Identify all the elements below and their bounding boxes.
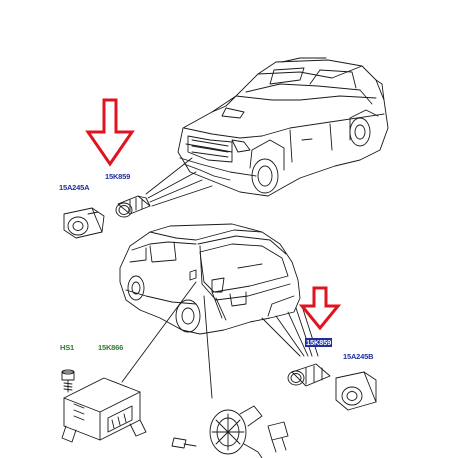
- callout-control-module: 15K866: [98, 343, 124, 352]
- callout-lower-bracket: 15A245B: [343, 352, 374, 361]
- vehicle-front-view: [177, 57, 389, 197]
- lower-bracket-part: [335, 371, 377, 411]
- screw-part: [61, 369, 75, 393]
- connector-part: [267, 421, 289, 453]
- callout-upper-sensor: 15K859: [105, 172, 131, 181]
- control-module-part: [61, 377, 147, 443]
- speaker-screw-part: [171, 437, 197, 449]
- lower-leader-lines: [121, 281, 319, 399]
- upper-red-arrow: [85, 98, 135, 167]
- callout-screw: HS1: [60, 343, 74, 352]
- upper-bracket-part: [63, 207, 105, 239]
- speaker-part: [209, 405, 263, 458]
- callout-lower-sensor: 15K859: [305, 338, 333, 347]
- lower-sensor-part: [287, 363, 331, 387]
- upper-leader-lines: [145, 157, 213, 207]
- upper-sensor-part: [115, 195, 151, 218]
- vehicle-rear-view: [119, 223, 301, 335]
- callout-upper-bracket: 15A245A: [59, 183, 90, 192]
- lower-red-arrow: [298, 286, 342, 331]
